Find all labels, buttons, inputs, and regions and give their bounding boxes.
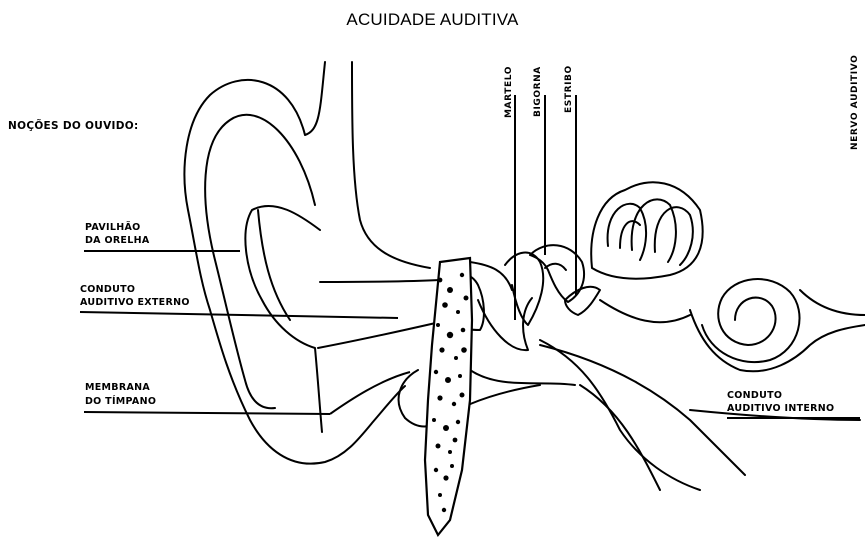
leader-membrana xyxy=(84,412,330,414)
middle-ear-floor xyxy=(470,370,575,385)
concha-outline xyxy=(245,206,322,432)
inner-canal-upper xyxy=(600,300,690,322)
inner-canal-bottom xyxy=(580,385,660,490)
canal-loop-1 xyxy=(608,204,647,260)
canal-loop-4 xyxy=(620,221,640,248)
canal-lower xyxy=(318,322,440,348)
head-outline xyxy=(352,62,430,268)
cochlea-base xyxy=(690,310,865,371)
cochlea-spiral xyxy=(702,279,800,362)
leader-conduto-externo xyxy=(80,312,398,318)
middle-ear-top xyxy=(470,262,512,290)
canal-upper xyxy=(320,280,440,282)
pinna-outline xyxy=(184,62,405,464)
pinna-inner-fold xyxy=(205,115,315,408)
cavity-outline xyxy=(478,298,532,350)
auditory-nerve-top xyxy=(800,290,865,315)
eustachian-path xyxy=(540,340,700,490)
